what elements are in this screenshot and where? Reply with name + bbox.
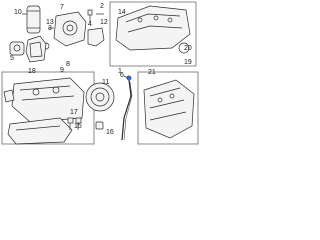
callout-3: 3 bbox=[48, 25, 52, 32]
callout-19: 19 bbox=[184, 59, 192, 66]
crankshaft-pulley bbox=[85, 82, 115, 112]
oil-pan-box bbox=[1, 71, 95, 145]
callout-6: 6 bbox=[120, 72, 124, 79]
callout-11: 11 bbox=[102, 79, 109, 86]
callout-16: 16 bbox=[106, 129, 114, 136]
callout-13: 13 bbox=[46, 19, 54, 26]
water-pump-assembly bbox=[53, 11, 87, 47]
filter-cap bbox=[9, 41, 25, 56]
callout-15: 15 bbox=[74, 123, 82, 130]
callout-20: 20 bbox=[184, 45, 192, 52]
leader-lines bbox=[22, 13, 129, 79]
callout-9: 9 bbox=[60, 67, 64, 74]
lower-intake-box bbox=[137, 71, 199, 145]
callout-17: 17 bbox=[70, 109, 78, 116]
callout-14: 14 bbox=[118, 9, 126, 16]
pan-bolts bbox=[67, 117, 82, 130]
oil-dipstick bbox=[121, 75, 133, 141]
callout-8: 8 bbox=[66, 61, 70, 68]
callout-2: 2 bbox=[100, 3, 104, 10]
callout-5: 5 bbox=[10, 55, 14, 62]
oil-filter bbox=[26, 5, 41, 34]
filter-housing bbox=[25, 35, 47, 63]
pulley-bolt bbox=[95, 121, 104, 130]
bracket bbox=[87, 27, 105, 47]
callout-18: 18 bbox=[28, 68, 36, 75]
callout-4: 4 bbox=[88, 21, 92, 28]
small-gasket bbox=[3, 89, 15, 103]
callout-1: 1 bbox=[118, 68, 122, 75]
engine-parts-diagram: 1 2 3 4 5 6 7 8 9 10 11 12 13 14 15 16 1… bbox=[1, 1, 199, 145]
intake-manifold-box bbox=[109, 1, 197, 67]
callout-10: 10 bbox=[14, 9, 22, 16]
bolt bbox=[87, 9, 93, 22]
callout-12: 12 bbox=[100, 19, 108, 26]
callout-21: 21 bbox=[148, 69, 156, 76]
callout-7: 7 bbox=[60, 4, 64, 11]
